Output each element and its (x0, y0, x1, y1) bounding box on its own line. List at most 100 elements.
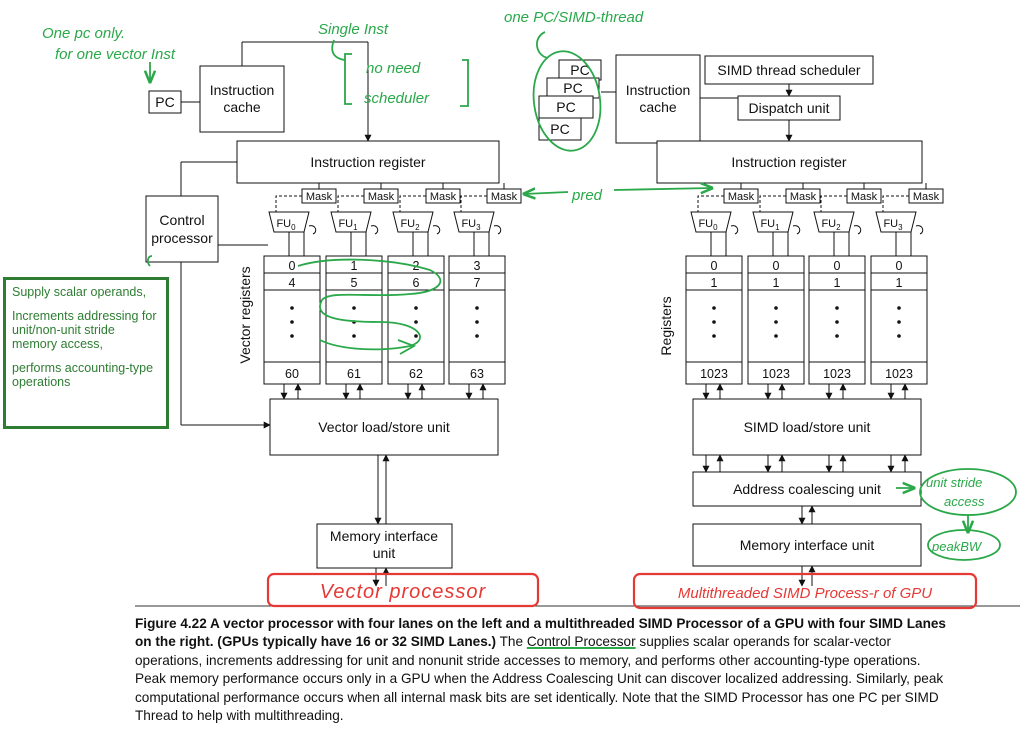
simd-mask-line (882, 195, 909, 212)
multithreaded-red-label: Multithreaded SIMD Process-r of GPU (678, 585, 932, 602)
pred-arrow-right (613, 188, 712, 190)
simd-ellipsis-dot (774, 334, 778, 338)
left-pc-label: PC (155, 94, 174, 110)
right-instruction-register-label: Instruction register (731, 154, 846, 170)
simd-reg-last: 1023 (762, 367, 790, 381)
vector-reg-last: 61 (347, 367, 361, 381)
note-peak-bw: peakBW (931, 539, 983, 554)
simd-register-column (808, 255, 866, 385)
pc-stack-circle (532, 50, 602, 152)
right-memory-interface-label: Memory interface unit (740, 537, 875, 553)
simd-mask-gate (730, 225, 739, 235)
vector-register-column (448, 255, 506, 385)
vector-ellipsis-dot (414, 334, 418, 338)
vector-ellipsis-dot (352, 306, 356, 310)
right-instruction-cache-label-2: cache (639, 99, 677, 115)
simd-ellipsis-dot (835, 306, 839, 310)
green-marks (146, 31, 1017, 561)
simd-fu-label: FU0 (698, 218, 718, 232)
left-instruction-register-box (236, 140, 500, 184)
vector-mask-line (275, 195, 302, 212)
multithreaded-red-box (632, 572, 978, 610)
left-memory-interface-label-2: unit (373, 545, 396, 561)
simd-reg-1: 1 (773, 276, 780, 290)
simd-reg-1: 1 (711, 276, 718, 290)
caption-bold: Figure 4.22 A vector processor with four… (135, 616, 946, 650)
control-processor-callout: Supply scalar operands, Increments addre… (3, 277, 169, 429)
vector-fu-label: FU0 (276, 218, 296, 232)
vector-ellipsis-dot (290, 320, 294, 324)
simd-register-column (747, 255, 805, 385)
note-pred: pred (571, 187, 603, 204)
right-instruction-cache-label-1: Instruction (626, 82, 691, 98)
vector-mask-gate (432, 225, 441, 235)
left-control-processor-label-1: Control (159, 212, 204, 228)
simd-mask-label: Mask (851, 191, 878, 203)
simd-ellipsis-dot (835, 334, 839, 338)
simd-ellipsis-dot (897, 320, 901, 324)
vector-ellipsis-dot (414, 306, 418, 310)
caption-control-processor: Control Processor (526, 634, 636, 650)
simd-processor (538, 54, 923, 587)
simd-ellipsis-dot (712, 334, 716, 338)
vector-reg-0: 0 (289, 259, 296, 273)
note-scheduler: scheduler (364, 90, 430, 107)
address-coalescing-box (692, 471, 922, 507)
left-instruction-cache-label-2: cache (223, 99, 261, 115)
peak-bw-circle (927, 529, 1001, 561)
simd-reg-last: 1023 (885, 367, 913, 381)
registers-label: Registers (658, 296, 674, 355)
simd-register-column (685, 255, 743, 385)
note-access: access (944, 494, 985, 509)
simd-mask-gate (915, 225, 924, 235)
simd-ellipsis-dot (712, 306, 716, 310)
simd-ellipsis-dot (712, 320, 716, 324)
simd-ellipsis-dot (897, 334, 901, 338)
vector-mask-line (460, 195, 487, 212)
vector-mask-label: Mask (368, 191, 395, 203)
left-control-processor-box (145, 195, 219, 263)
simd-fu-label: FU2 (821, 218, 841, 232)
note-one-pc-line1: One pc only. (42, 25, 125, 42)
simd-ellipsis-dot (835, 320, 839, 324)
left-memory-interface-label-1: Memory interface (330, 528, 438, 544)
simd-mask-gate (853, 225, 862, 235)
callout-hook (146, 255, 153, 267)
address-coalescing-label: Address coalescing unit (733, 481, 881, 497)
callout-line-3: performs accounting-type operations (12, 361, 154, 389)
callout-line-1: Supply scalar operands, (12, 285, 147, 299)
vector-mask-label: Mask (306, 191, 333, 203)
simd-register-column (870, 255, 928, 385)
vector-mask-line (399, 195, 426, 212)
note-bracket (344, 53, 352, 105)
vector-mask-gate (493, 225, 502, 235)
note-single-inst: Single Inst (318, 21, 389, 38)
vector-ellipsis-dot (475, 334, 479, 338)
vector-reg-1: 5 (351, 276, 358, 290)
figure-caption: Figure 4.22 A vector processor with four… (135, 615, 955, 725)
vector-processor (145, 41, 500, 587)
simd-mask-line (697, 195, 724, 212)
green-annotations: One pc only. for one vector Inst Single … (42, 9, 985, 554)
vector-register-column (325, 255, 383, 385)
vector-ellipsis-dot (475, 306, 479, 310)
simd-lanes: MaskFU0011023MaskFU1011023MaskFU2011023M… (685, 183, 944, 473)
vector-reg-last: 60 (285, 367, 299, 381)
simd-ellipsis-dot (774, 320, 778, 324)
note-one-pc-simd: one PC/SIMD-thread (504, 9, 644, 26)
left-load-store-label: Vector load/store unit (318, 419, 450, 435)
simd-reg-last: 1023 (823, 367, 851, 381)
simd-mask-label: Mask (790, 191, 817, 203)
simd-reg-1: 1 (896, 276, 903, 290)
note-one-pc-line2: for one vector Inst (55, 46, 176, 63)
note-hook (331, 39, 346, 61)
vector-lanes: MaskFU00460MaskFU11561MaskFU22662MaskFU3… (263, 183, 522, 400)
vector-reg-last: 62 (409, 367, 423, 381)
